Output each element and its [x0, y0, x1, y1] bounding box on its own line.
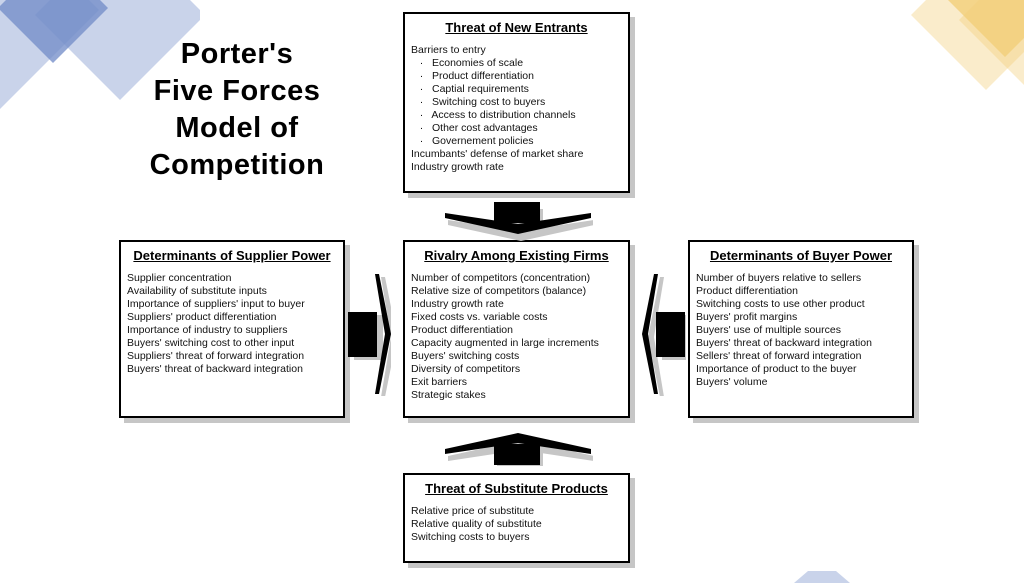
text-line: Availability of substitute inputs: [127, 285, 267, 297]
box-title: Determinants of Buyer Power: [709, 248, 893, 263]
text-line: Incumbants' defense of market share: [411, 148, 584, 160]
text-line: Product differentiation: [696, 285, 798, 297]
text-line: Diversity of competitors: [411, 363, 521, 375]
decorative-diamond-bottom-icon: [794, 571, 850, 583]
text-line: Buyers' volume: [696, 376, 768, 388]
arrow-right-icon: [348, 274, 391, 396]
text-line: Buyers' profit margins: [696, 311, 798, 323]
text-line: · Product differentiation: [411, 70, 534, 82]
text-line: Strategic stakes: [411, 389, 486, 401]
text-line: Number of competitors (concentration): [411, 272, 591, 284]
text-line: Industry growth rate: [411, 161, 504, 173]
text-line: Exit barriers: [411, 376, 468, 388]
text-line: · Switching cost to buyers: [411, 96, 546, 108]
text-line: Competition: [149, 149, 325, 181]
text-line: Switching costs to use other product: [696, 298, 865, 310]
text-line: Importance of product to the buyer: [696, 363, 857, 375]
text-line: Importance of industry to suppliers: [127, 324, 288, 336]
text-line: Five Forces: [153, 75, 321, 107]
text-line: Suppliers' product differentiation: [127, 311, 277, 323]
text-line: Relative size of competitors (balance): [411, 285, 587, 297]
box-determinants-of-supplier-power: Determinants of Supplier Power Supplier …: [119, 240, 345, 418]
text-line: Buyers' use of multiple sources: [696, 324, 841, 336]
box-title: Rivalry Among Existing Firms: [424, 248, 609, 263]
text-line: Relative price of substitute: [411, 505, 535, 517]
box-rivalry-among-existing-firms: Rivalry Among Existing Firms Number of c…: [403, 240, 630, 418]
text-line: Buyers' threat of backward integration: [127, 363, 303, 375]
text-line: · Governement policies: [411, 135, 534, 147]
text-line: Product differentiation: [411, 324, 513, 336]
text-line: · Access to distribution channels: [411, 109, 576, 121]
text-line: Switching costs to buyers: [411, 531, 530, 543]
box-title: Threat of New Entrants: [445, 20, 588, 35]
box-threat-of-new-entrants: Threat of New Entrants Barriers to entry…: [403, 12, 630, 193]
text-line: Industry growth rate: [411, 298, 504, 310]
text-line: Sellers' threat of forward integration: [696, 350, 862, 362]
text-line: Barriers to entry: [411, 44, 486, 56]
text-line: Model of: [175, 112, 299, 144]
text-line: · Economies of scale: [411, 57, 524, 69]
box-title: Determinants of Supplier Power: [133, 248, 331, 263]
arrow-up-icon: [445, 433, 593, 466]
text-line: Importance of suppliers' input to buyer: [127, 298, 305, 310]
arrow-left-icon: [642, 274, 686, 396]
text-line: Fixed costs vs. variable costs: [411, 311, 548, 323]
text-line: Porter's: [180, 38, 294, 70]
text-line: Relative quality of substitute: [411, 518, 542, 530]
box-body: Number of competitors (concentration)Rel…: [411, 272, 628, 402]
text-line: · Other cost advantages: [411, 122, 538, 134]
text-line: Buyers' threat of backward integration: [696, 337, 872, 349]
text-line: Suppliers' threat of forward integration: [127, 350, 305, 362]
text-line: Number of buyers relative to sellers: [696, 272, 862, 284]
text-line: · Captial requirements: [411, 83, 529, 95]
text-line: Buyers' switching cost to other input: [127, 337, 295, 349]
box-determinants-of-buyer-power: Determinants of Buyer Power Number of bu…: [688, 240, 914, 418]
text-line: Buyers' switching costs: [411, 350, 520, 362]
text-line: Capacity augmented in large increments: [411, 337, 599, 349]
text-line: Supplier concentration: [127, 272, 232, 284]
box-threat-of-substitute-products: Threat of Substitute Products Relative p…: [403, 473, 630, 563]
arrow-down-icon: [445, 202, 593, 241]
box-title: Threat of Substitute Products: [425, 481, 608, 496]
decorative-diamonds-top-right-icon: [911, 0, 1024, 90]
box-body: Barriers to entry · Economies of scale ·…: [411, 44, 628, 174]
